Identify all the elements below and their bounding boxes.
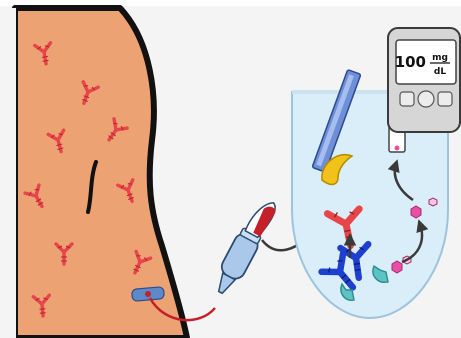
meter-unit-top: mg — [432, 53, 448, 63]
meter-button-right[interactable] — [438, 92, 452, 106]
meter-reading: 100 — [395, 53, 426, 71]
meter-unit-bottom: dL — [434, 67, 446, 77]
blood-draw-site — [132, 287, 165, 302]
meter-button-center[interactable] — [418, 91, 434, 107]
body-left-edge — [4, 8, 16, 338]
meter-button-left[interactable] — [400, 92, 414, 106]
